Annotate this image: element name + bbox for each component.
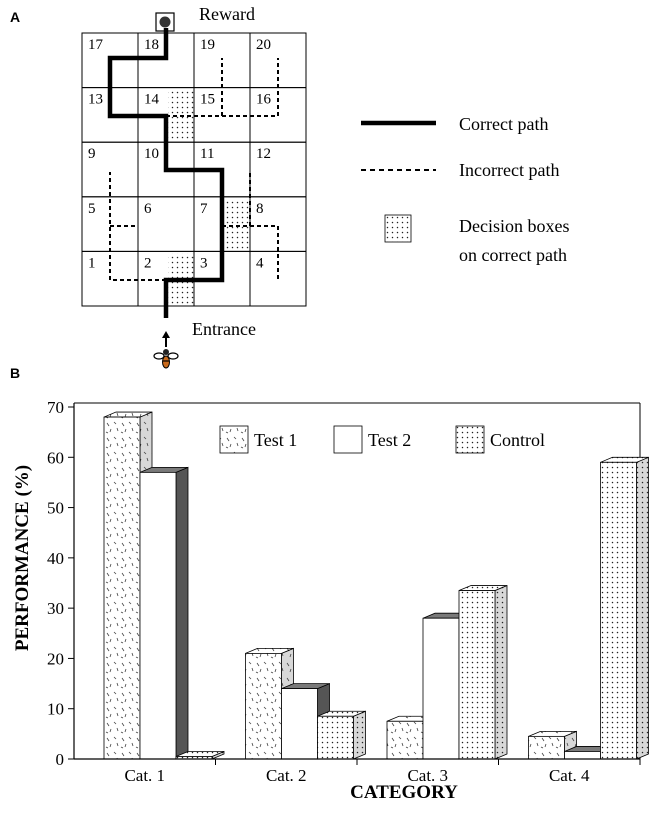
decision-box <box>224 224 250 250</box>
legend-swatch-dots <box>455 425 485 454</box>
legend-decision-swatch <box>384 214 412 243</box>
bar-dots-3 <box>458 584 508 760</box>
reward-label: Reward <box>199 4 255 24</box>
maze-cell-number: 16 <box>256 92 272 108</box>
entrance-label: Entrance <box>192 319 256 339</box>
decision-box <box>168 114 194 141</box>
y-tick-label: 0 <box>56 750 65 769</box>
legend-decision-label-1: Decision boxes <box>459 216 569 236</box>
bar-white-1 <box>139 466 189 760</box>
legend-swatch-dashes <box>219 425 249 454</box>
y-axis-title: PERFORMANCE (%) <box>12 465 33 651</box>
legend-incorrect-label: Incorrect path <box>459 160 559 180</box>
panel-b-label: B <box>10 365 20 381</box>
x-tick-label: Cat. 3 <box>407 766 448 785</box>
maze-cell-number: 11 <box>200 146 214 162</box>
y-tick-label: 20 <box>47 649 64 668</box>
incorrect-path-segment <box>222 225 279 280</box>
maze-cell-number: 8 <box>256 201 264 217</box>
maze-cell-number: 17 <box>88 37 104 53</box>
maze-cell-number: 9 <box>88 146 96 162</box>
maze-cell-number: 2 <box>144 255 152 271</box>
incorrect-path-segment <box>166 58 279 117</box>
chart-bars <box>103 411 649 760</box>
correct-path <box>107 28 225 318</box>
incorrect-paths <box>109 58 279 281</box>
legend-label: Test 1 <box>254 430 297 450</box>
bar-dots-2 <box>317 710 366 760</box>
maze-cell <box>249 250 307 307</box>
y-tick-label: 30 <box>47 599 64 618</box>
legend-label: Control <box>490 430 545 450</box>
panel-a-label: A <box>10 9 20 25</box>
x-tick-label: Cat. 4 <box>549 766 590 785</box>
decision-boxes <box>168 89 250 304</box>
bar-dots-1 <box>175 750 225 760</box>
maze-cell-number: 18 <box>144 37 159 53</box>
legend-correct-label: Correct path <box>459 114 548 134</box>
maze-cell-number: 13 <box>88 92 103 108</box>
legend-label: Test 2 <box>368 430 411 450</box>
legend-decision-label-2: on correct path <box>459 245 567 265</box>
y-tick-label: 60 <box>47 448 64 467</box>
maze-cell-number: 12 <box>256 146 271 162</box>
legend-swatch-white <box>333 425 363 454</box>
maze-cell-number: 6 <box>144 201 152 217</box>
x-tick-label: Cat. 1 <box>124 766 165 785</box>
maze-cell-number: 5 <box>88 201 96 217</box>
y-tick-label: 10 <box>47 700 64 719</box>
maze-cell-number: 10 <box>144 146 159 162</box>
x-tick-label: Cat. 2 <box>266 766 307 785</box>
reward-icon <box>159 16 171 28</box>
maze-cell-number: 15 <box>200 92 215 108</box>
maze-cell-number: 20 <box>256 37 271 53</box>
decision-box <box>168 278 194 304</box>
maze-cell-number: 3 <box>200 255 208 271</box>
panel-a-legend: Correct path Incorrect path Decision box… <box>361 114 569 265</box>
y-tick-label: 50 <box>47 499 64 518</box>
maze-cell-number: 4 <box>256 255 264 271</box>
x-axis-title: CATEGORY <box>350 782 458 803</box>
chart-legend: Test 1 Test 2 Control <box>219 425 545 454</box>
incorrect-path-segment <box>109 172 166 281</box>
bar-white-2 <box>281 682 330 760</box>
y-tick-label: 70 <box>47 398 64 417</box>
maze-cell-number: 14 <box>144 92 160 108</box>
maze-cell-number: 1 <box>88 255 96 271</box>
bee-icon <box>153 331 179 369</box>
maze-cell-number: 7 <box>200 201 208 217</box>
y-tick-label: 40 <box>47 549 64 568</box>
maze-cell-number: 19 <box>200 37 215 53</box>
bar-dots-4 <box>600 456 649 760</box>
